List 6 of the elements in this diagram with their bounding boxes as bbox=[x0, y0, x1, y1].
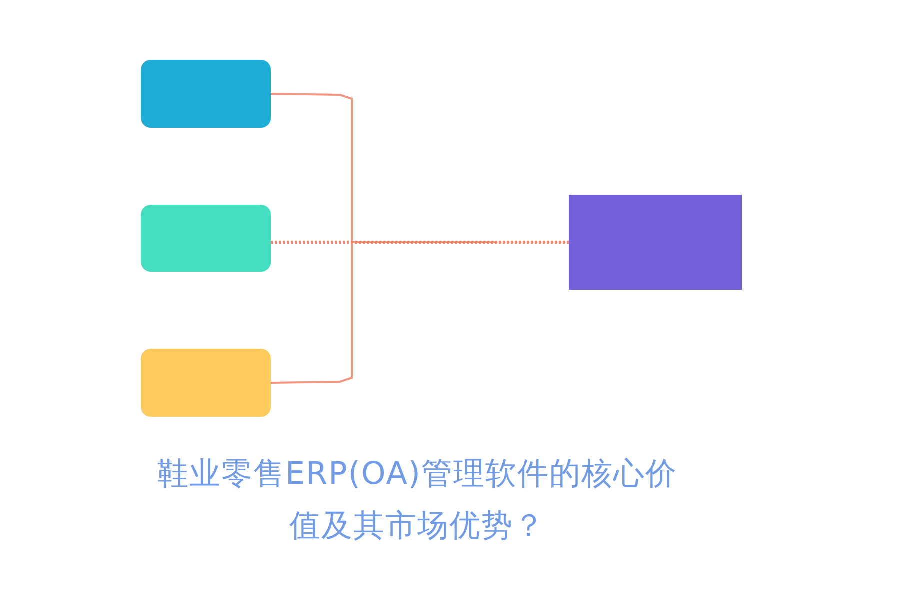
color-block bbox=[569, 195, 742, 290]
color-block bbox=[141, 60, 271, 128]
title: 鞋业零售ERP(OA)管理软件的核心价值及其市场优势？ bbox=[156, 455, 679, 546]
connector-line bbox=[271, 241, 569, 244]
color-block bbox=[141, 349, 271, 417]
color-block bbox=[141, 205, 271, 272]
